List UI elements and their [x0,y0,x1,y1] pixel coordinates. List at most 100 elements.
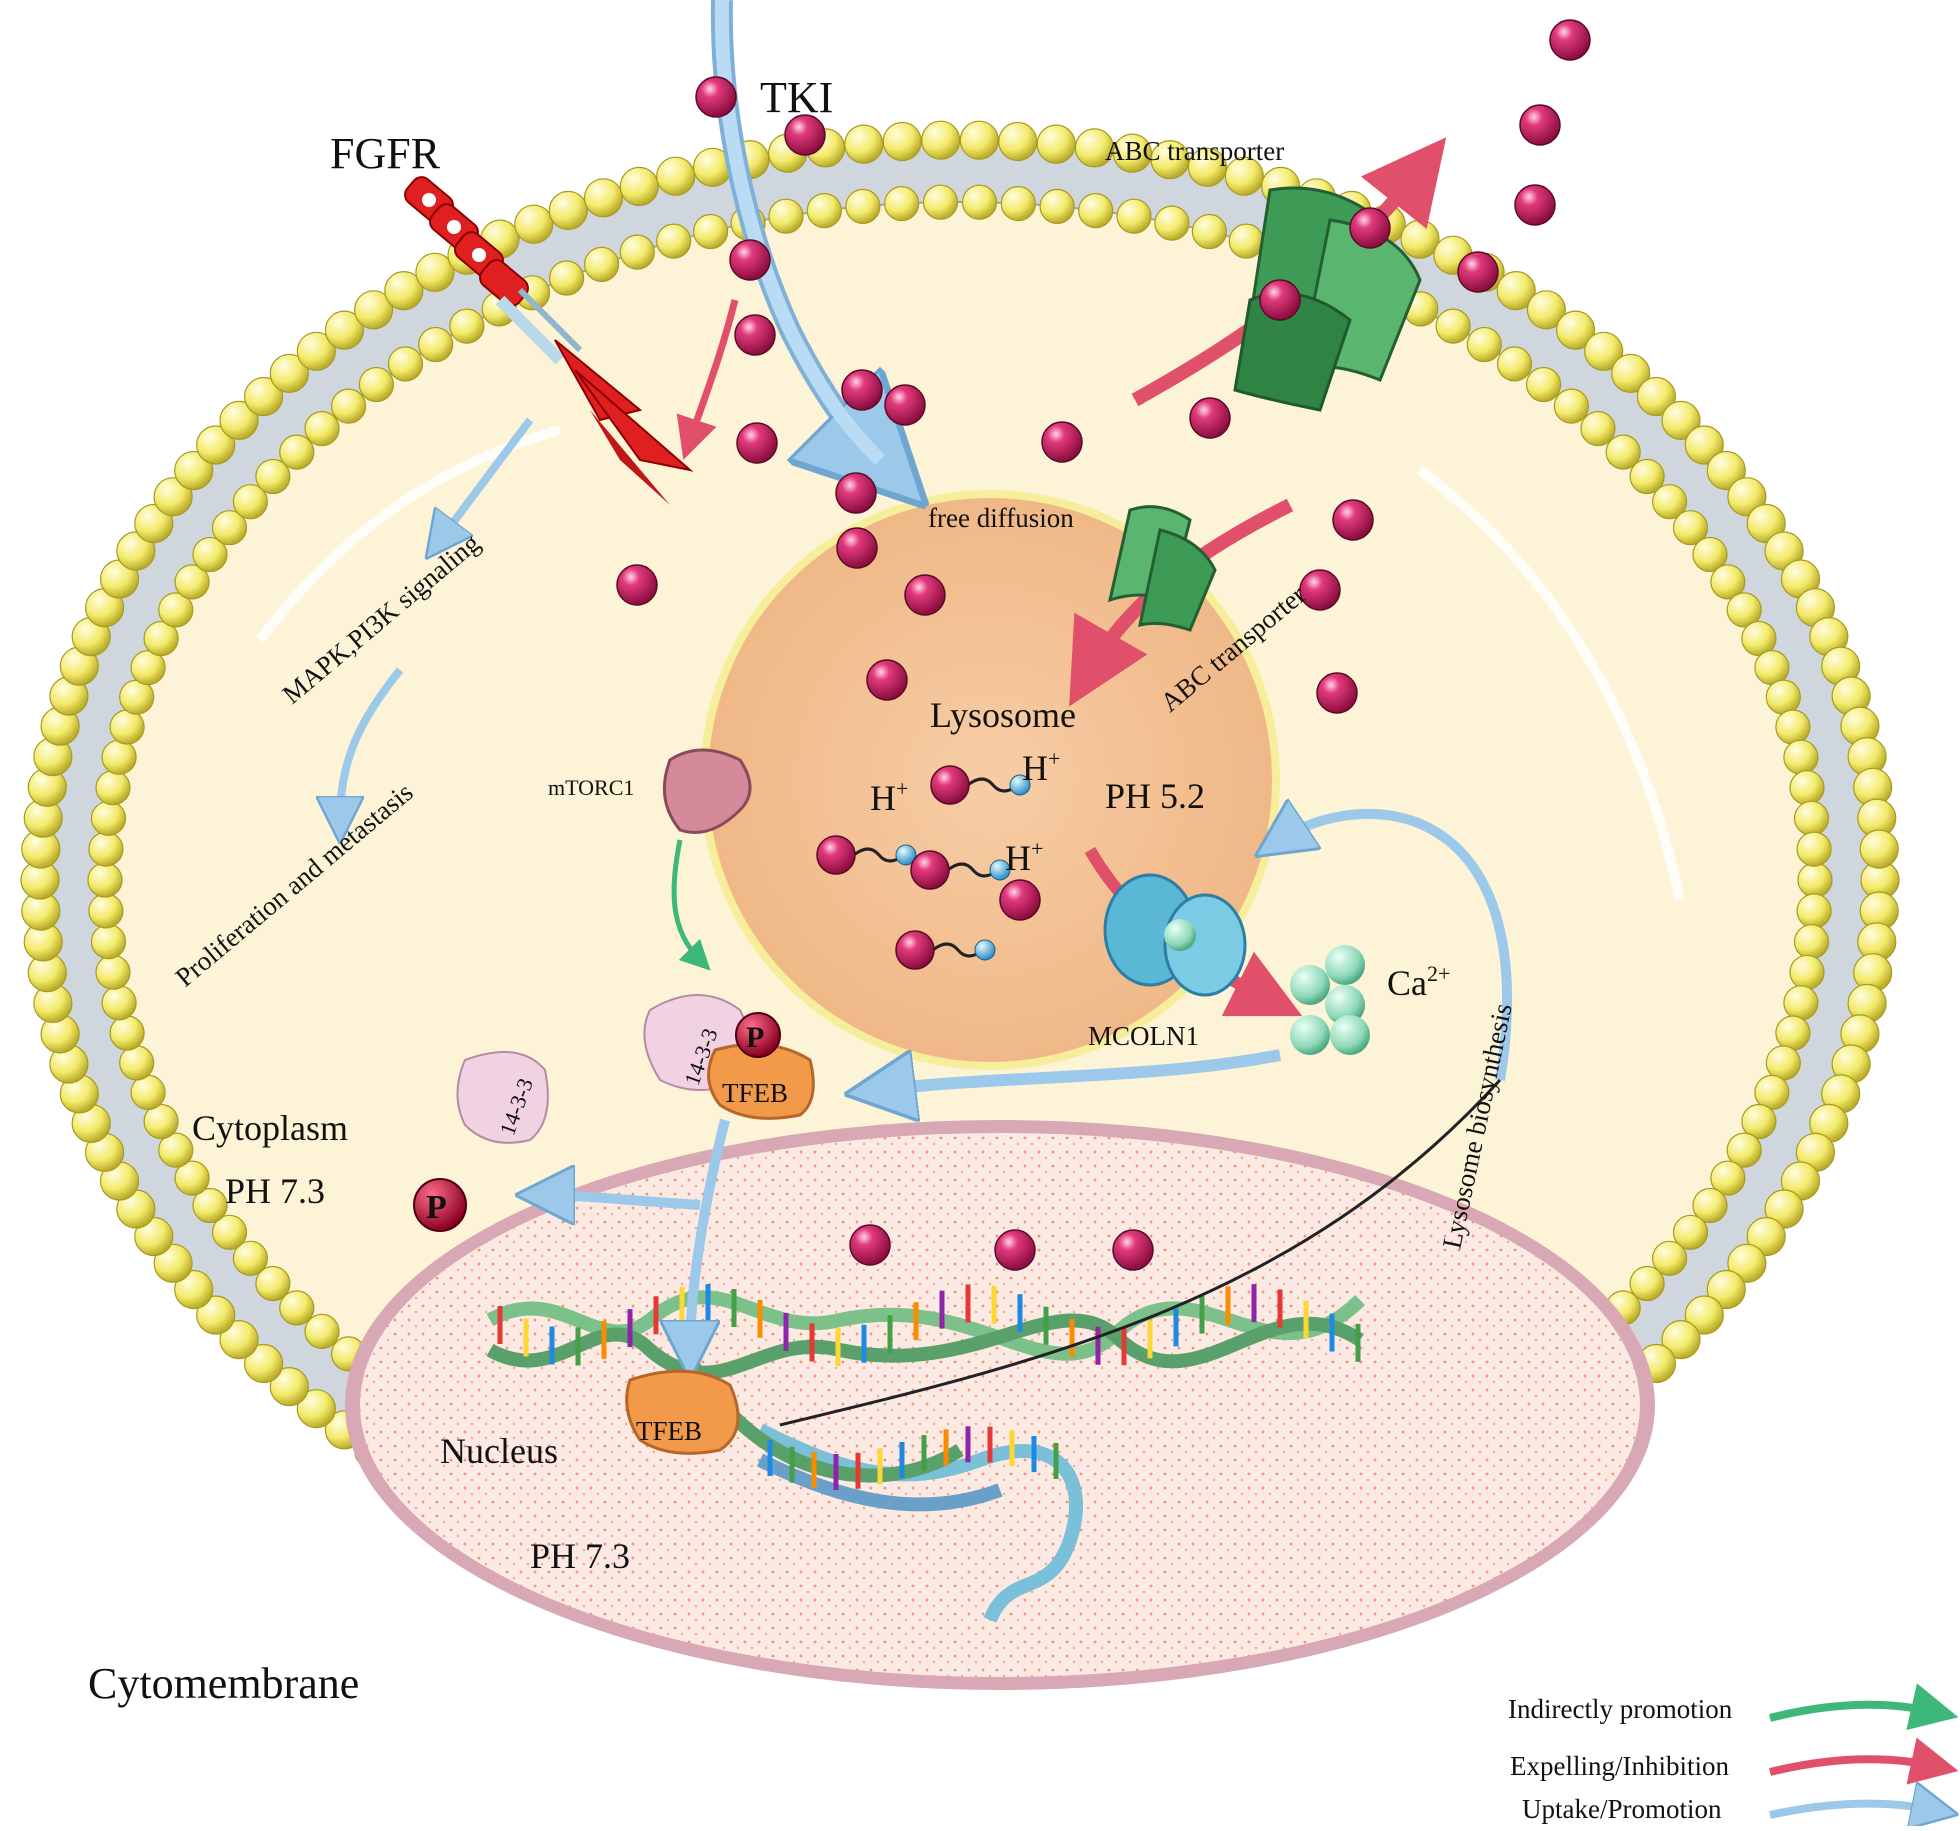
lipid-head [88,893,124,929]
tki-h-pair [930,765,1031,805]
tki-molecule [784,114,826,156]
lipid-head [1112,133,1153,173]
lipid-head [192,536,228,573]
lipid-head [1526,290,1567,330]
lipid-head [219,1319,259,1360]
lipid-head [174,1160,210,1196]
lipid-head [1078,193,1114,229]
lipid-head [1435,308,1471,344]
lipid-head [1706,450,1746,491]
tki-molecule [1549,19,1591,61]
tki-molecule [729,239,771,281]
lipid-head [269,1366,309,1407]
lipid-head [1775,709,1811,745]
lipid-head [1783,739,1819,775]
lipid-head [219,400,259,440]
lipid-head [134,1216,174,1257]
lipid-head [119,679,155,715]
tki-molecule [1332,499,1374,541]
legend-arrow-blue [1769,1804,1935,1815]
label-cytoplasm: Cytoplasm [192,1108,348,1148]
label-h-plus-1: H+ [1022,746,1060,788]
lipid-head [279,434,315,470]
lipid-head [1400,219,1440,259]
lipid-head [1661,1319,1701,1360]
lipid-head [768,198,804,234]
lipid-head [384,271,424,311]
lipid-head [1754,1074,1790,1111]
lipid-head [244,376,284,417]
tki-molecule [1112,1229,1154,1271]
protein-14-3-3-free [456,1051,549,1144]
mapk-proliferation-arrow [340,667,404,820]
calcium-ions [1290,945,1370,1055]
lipid-head [1710,1160,1746,1196]
lipid-head [1692,1187,1728,1224]
lipid-head [1741,1103,1777,1140]
lipid-head [1651,484,1688,520]
lipid-head [1629,458,1665,495]
lipid-head [255,1265,291,1302]
tki-molecule [1519,104,1561,146]
lipid-head [1466,326,1502,363]
lipid-head [331,388,367,424]
lipid-head [882,121,922,162]
lipid-head [1553,388,1590,424]
lipid-head [1191,213,1228,250]
lyso-biosynthesis-line [779,1078,1502,1427]
lipid-head [1726,592,1762,628]
tfeb-nucleus-arrow [690,1118,730,1350]
tki-h-pair [895,930,996,970]
lipid-head [296,331,336,371]
lipid-head [1793,924,1830,960]
tki-molecule [849,1224,891,1266]
tki-molecule [1041,421,1083,463]
tki-molecule [884,384,926,426]
nucleus [345,1120,1655,1690]
lipid-head [354,290,394,330]
phospho-free [413,1178,467,1232]
label-mtorc1: mTORC1 [548,775,634,800]
lipid-head [1074,128,1115,168]
lipid-head [583,246,620,282]
lipid-head [255,458,291,495]
lipid-head [158,1132,194,1168]
lipid-head [656,156,696,196]
lipid-head [1765,679,1801,715]
lipid-head [87,862,123,898]
lipid-head [1754,649,1790,686]
fgfr-receptor [404,176,694,505]
lipid-head [449,308,485,344]
label-h-plus-3: H+ [1005,836,1043,878]
legend-label-1: Expelling/Inhibition [1510,1751,1729,1781]
lipid-head [1611,353,1651,393]
lipid-head [296,1389,336,1429]
legend-arrow-red [1769,1737,1959,1785]
lipid-head [1764,1189,1804,1229]
lipid-head [153,1243,193,1283]
lipid-head [1150,140,1190,180]
tki-h-pair [816,835,917,875]
lipid-head [88,831,124,867]
lipid-head [134,503,174,544]
lipid-head [583,178,624,218]
tki-molecule [1259,279,1301,321]
label-tfeb-cytoplasm: TFEB [722,1078,788,1108]
tki-molecule [866,659,908,701]
lipid-head [1651,1240,1688,1276]
tki-molecules [616,19,1591,1271]
lipid-head [1727,477,1767,517]
label-abc-transporter: ABC transporter [1105,136,1284,166]
label-free-diffusion: free diffusion [928,503,1074,533]
abc-transporter-lysosome [1107,505,1217,632]
lipid-head [109,709,145,745]
lipid-head [1605,434,1641,470]
lipid-head [1580,411,1616,447]
cytoplasm-highlight [1416,466,1685,902]
label-nucleus: Nucleus [440,1431,558,1471]
label-calcium: Ca2+ [1387,961,1450,1003]
lipid-head [244,1343,284,1384]
lipid-head [1706,1269,1746,1310]
tki-h-pair [910,850,1011,890]
